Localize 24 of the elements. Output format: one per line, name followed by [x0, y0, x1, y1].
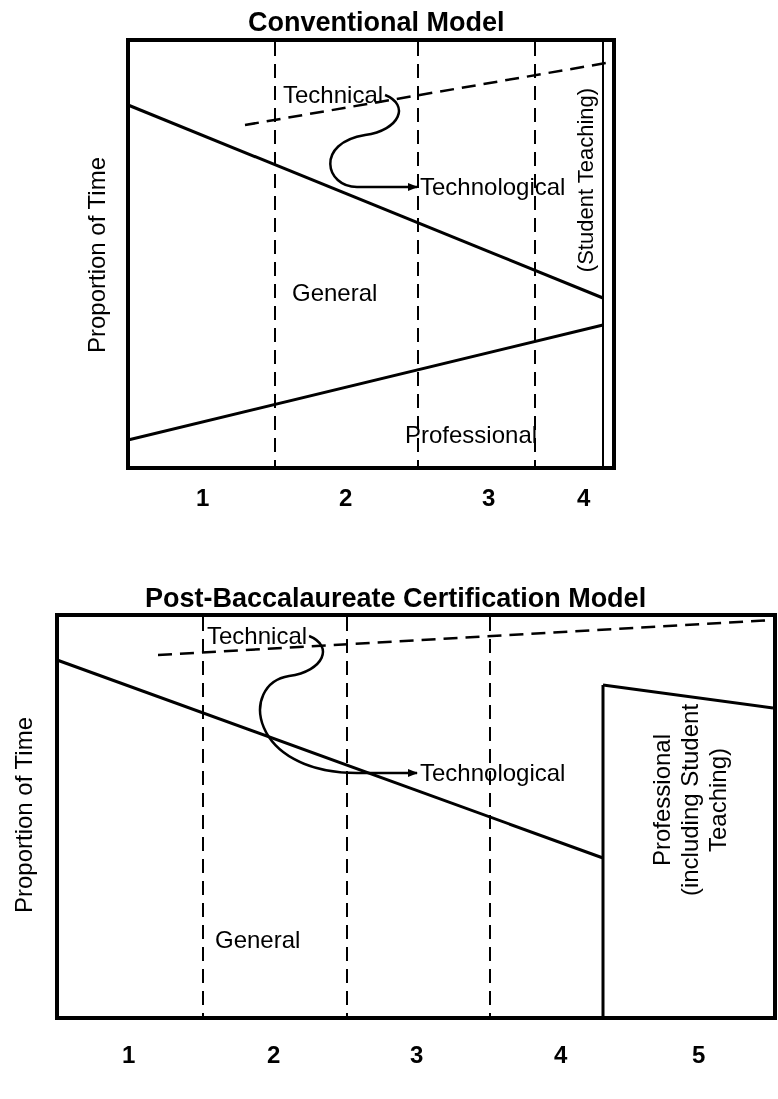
tick-label: 4 — [577, 484, 591, 512]
tick-label: 3 — [410, 1041, 424, 1069]
axis-label: Proportion of Time — [10, 716, 38, 914]
tick-label: 2 — [267, 1041, 281, 1069]
axis-label: Proportion of Time — [83, 156, 111, 354]
curved-arrow — [329, 93, 418, 191]
region-label: Professional — [405, 421, 538, 449]
tick-label: 1 — [122, 1041, 136, 1069]
curved-arrow — [259, 634, 418, 777]
chart-title: Conventional Model — [248, 8, 505, 36]
region-label: Technological — [420, 173, 566, 201]
tick-label: 2 — [339, 484, 353, 512]
region-label: Professional (including Student Teaching) — [648, 702, 732, 899]
tick-label: 1 — [196, 484, 210, 512]
tick-label: 3 — [482, 484, 496, 512]
region-label: Technical — [207, 622, 308, 650]
tick-label: 4 — [554, 1041, 568, 1069]
tick-label: 5 — [692, 1041, 706, 1069]
region-label: General — [215, 926, 301, 954]
region-label: General — [292, 279, 378, 307]
region-label: Technological — [420, 759, 566, 787]
region-label: Technical — [283, 81, 384, 109]
chart-title: Post-Baccalaureate Certification Model — [145, 584, 647, 612]
region-label: (Student Teaching) — [572, 87, 599, 273]
